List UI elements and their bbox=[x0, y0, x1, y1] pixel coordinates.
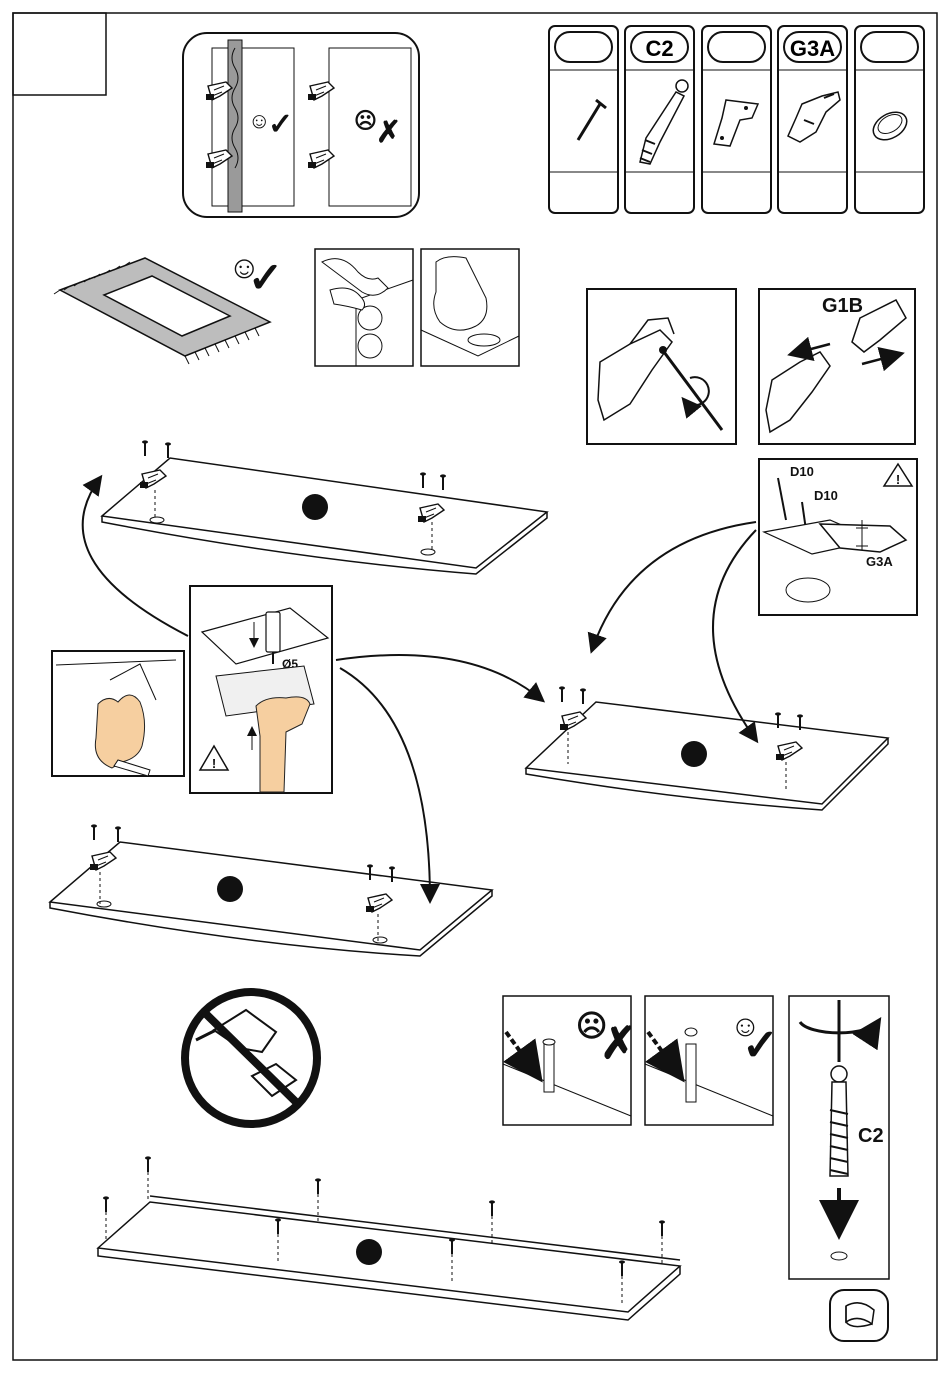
svg-text:C2: C2 bbox=[858, 1125, 884, 1147]
panel-marker bbox=[217, 876, 243, 902]
svg-text:✓: ✓ bbox=[742, 1021, 779, 1070]
svg-text:☹: ☹ bbox=[354, 108, 377, 133]
part-slot-1 bbox=[549, 26, 618, 213]
screw-icon bbox=[578, 100, 606, 140]
hinge-plate-icon bbox=[714, 100, 758, 146]
bumper-pad-icon bbox=[868, 107, 911, 146]
hinge-screw-adjust-panel bbox=[587, 289, 736, 444]
no-power-drill-icon bbox=[185, 992, 317, 1124]
cam-bolt-icon bbox=[640, 80, 688, 164]
hinge-mount-detail-panel: D10 D10 G3A ! bbox=[759, 459, 917, 615]
panel-step-b bbox=[526, 686, 888, 810]
panel-marker bbox=[681, 741, 707, 767]
svg-text:✗: ✗ bbox=[376, 116, 401, 149]
svg-text:G3A: G3A bbox=[866, 554, 893, 569]
part-slot-4: G3A bbox=[778, 26, 847, 213]
rug-surface-diagram: ☺ ✓ bbox=[54, 249, 283, 364]
panel-marker bbox=[356, 1239, 382, 1265]
pressing-hand-tip bbox=[421, 249, 519, 366]
step-number-box bbox=[13, 13, 106, 95]
svg-text:✓: ✓ bbox=[248, 254, 283, 301]
svg-text:C2: C2 bbox=[645, 36, 673, 61]
svg-text:✓: ✓ bbox=[268, 108, 293, 141]
svg-text:D10: D10 bbox=[814, 488, 838, 503]
cam-insert-right-panel: ☺ ✓ bbox=[645, 996, 779, 1125]
svg-text:!: ! bbox=[896, 472, 900, 487]
part-slot-3 bbox=[702, 26, 771, 213]
hinge-clip-panel: G1B bbox=[759, 289, 915, 444]
svg-text:D10: D10 bbox=[790, 464, 814, 479]
panel-marker bbox=[302, 494, 328, 520]
svg-text:!: ! bbox=[212, 756, 216, 771]
drill-pilot-hole-panel: Ø5 ! bbox=[190, 586, 332, 793]
part-slot-5 bbox=[855, 26, 924, 213]
parts-header: C2 G3A bbox=[549, 26, 924, 213]
svg-text:G1B: G1B bbox=[822, 295, 863, 317]
cam-insert-wrong-panel: ☹ ✗ bbox=[503, 996, 637, 1125]
turn-page-icon bbox=[830, 1290, 888, 1341]
svg-text:G3A: G3A bbox=[790, 36, 835, 61]
good-marker: ☺ ✓ bbox=[228, 249, 283, 301]
hinge-icon bbox=[788, 92, 840, 142]
panel-step-d bbox=[98, 1156, 680, 1320]
peel-film-tip bbox=[52, 651, 184, 776]
hinge-orientation-panel: ☺ ✓ ☹ ✗ bbox=[183, 33, 419, 217]
cam-bolt-screw-in-panel: C2 bbox=[789, 996, 889, 1279]
part-slot-2: C2 bbox=[625, 26, 694, 213]
fitting-hand-tip bbox=[315, 249, 413, 366]
panel-step-c bbox=[50, 824, 492, 956]
panel-step-a bbox=[102, 440, 547, 574]
svg-text:✗: ✗ bbox=[600, 1019, 637, 1068]
